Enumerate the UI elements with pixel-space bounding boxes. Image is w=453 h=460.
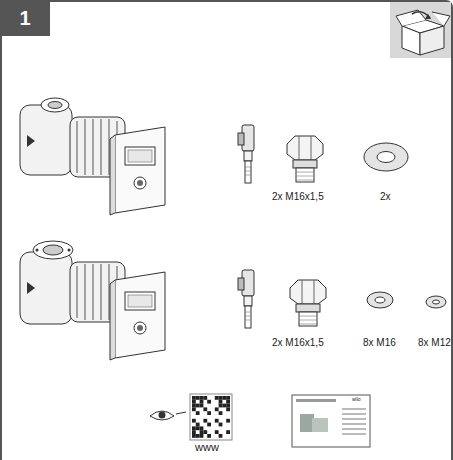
- brand-mark: wilo: [352, 396, 361, 403]
- pump-flanged: [20, 241, 165, 360]
- part-quantity: 2x M16x1,5: [272, 337, 324, 349]
- washer-m16: [367, 292, 393, 308]
- washer-m12: [426, 296, 446, 308]
- part-quantity: 2x: [380, 191, 391, 203]
- step-number: 1: [19, 7, 30, 30]
- eye-symbol: [150, 411, 186, 420]
- washer-large: [364, 143, 408, 171]
- manual-booklet: [292, 395, 370, 447]
- unpack-icon: [390, 2, 451, 58]
- web-link: www: [195, 441, 219, 454]
- step-number-tab: 1: [0, 0, 50, 36]
- qr-code: [190, 394, 232, 440]
- part-quantity: 8x M12: [418, 337, 451, 349]
- pump-threaded: [20, 98, 165, 215]
- part-quantity: 2x M16x1,5: [272, 191, 324, 203]
- part-quantity: 8x M16: [363, 337, 396, 349]
